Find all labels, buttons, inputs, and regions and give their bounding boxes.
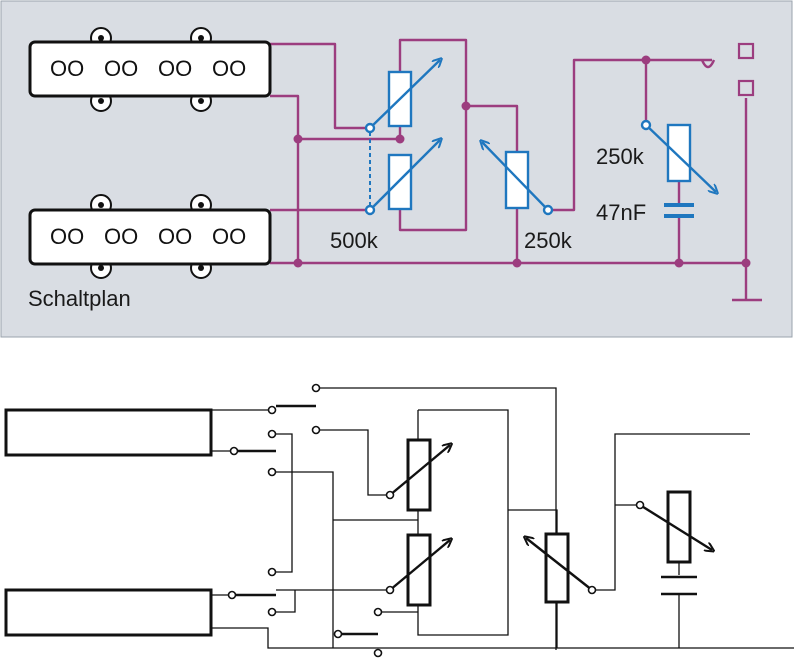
treble-pot (640, 119, 716, 192)
label-47nF: 47nF (596, 200, 646, 225)
volume-pot-dual (364, 60, 440, 216)
tone-pot (482, 142, 554, 216)
junction-dots (293, 55, 751, 268)
label-500k: 500k (330, 228, 379, 253)
top-wiring (270, 38, 762, 302)
pole-label: OO (158, 224, 192, 249)
pole-label: OO (212, 224, 246, 249)
pickup-bridge: OO OO OO OO (28, 194, 272, 279)
pole-label: OO (104, 56, 138, 81)
bottom-capacitor (661, 575, 697, 596)
pickup-neck: OO OO OO OO (28, 27, 272, 112)
switch-contacts (227, 383, 645, 658)
pole-label: OO (158, 56, 192, 81)
capacitor-symbol (664, 203, 694, 218)
pole-label: OO (50, 56, 84, 81)
bottom-wipers (389, 445, 712, 591)
jack-tip-terminal (737, 42, 755, 60)
label-treble-250k: 250k (596, 144, 645, 169)
label-tone-250k: 250k (524, 228, 573, 253)
jack-sleeve-terminal (737, 79, 755, 97)
pole-label: OO (104, 224, 138, 249)
pole-label: OO (50, 224, 84, 249)
pole-label: OO (212, 56, 246, 81)
jack-tip (700, 59, 716, 69)
caption-schaltplan: Schaltplan (28, 286, 131, 311)
bottom-components (406, 438, 692, 607)
